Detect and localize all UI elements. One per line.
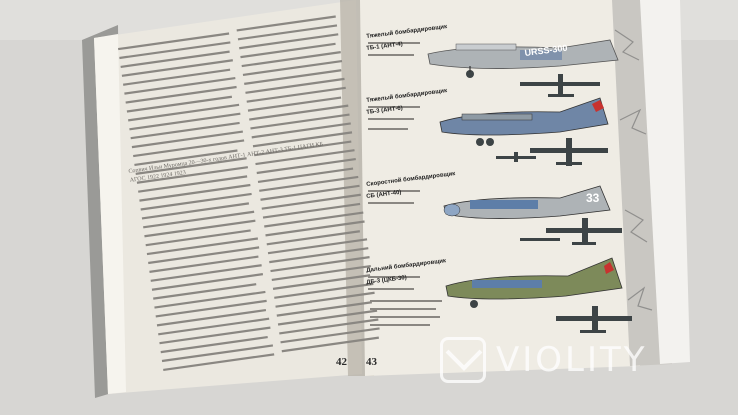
plane-db3-side bbox=[445, 257, 623, 308]
phrase-5: АНТ-3 bbox=[265, 147, 284, 156]
plane-tb3-top bbox=[496, 138, 608, 166]
violity-watermark: VIOLITY bbox=[440, 330, 730, 390]
phrase-4: АНТ-2 bbox=[246, 149, 265, 159]
plane-tb1-side bbox=[427, 39, 619, 78]
plane-db3-top bbox=[556, 306, 632, 333]
right-page-number: 43 bbox=[366, 356, 377, 368]
phrase-3: АНТ-1 bbox=[228, 152, 247, 161]
phrase-6: ТБ-1 bbox=[283, 145, 297, 154]
violity-wordmark: VIOLITY bbox=[496, 340, 648, 380]
plane-tb1-top bbox=[520, 74, 600, 97]
plane-sb-marking: 33 bbox=[586, 191, 600, 205]
phrase-11: 1923 bbox=[173, 170, 187, 178]
phrase-0: Сопвич bbox=[128, 166, 149, 175]
plane-tb3-side bbox=[439, 97, 609, 146]
violity-logo-icon bbox=[440, 337, 486, 383]
plane-sb-side bbox=[443, 185, 611, 219]
phrase-10: 1924 bbox=[160, 171, 173, 180]
phrase-7: ЦАГИ bbox=[297, 142, 315, 152]
left-page-text bbox=[118, 15, 380, 372]
plane-sb-top bbox=[520, 218, 622, 245]
left-page-number: 42 bbox=[336, 356, 347, 368]
phrase-9: 1922 bbox=[146, 173, 160, 182]
